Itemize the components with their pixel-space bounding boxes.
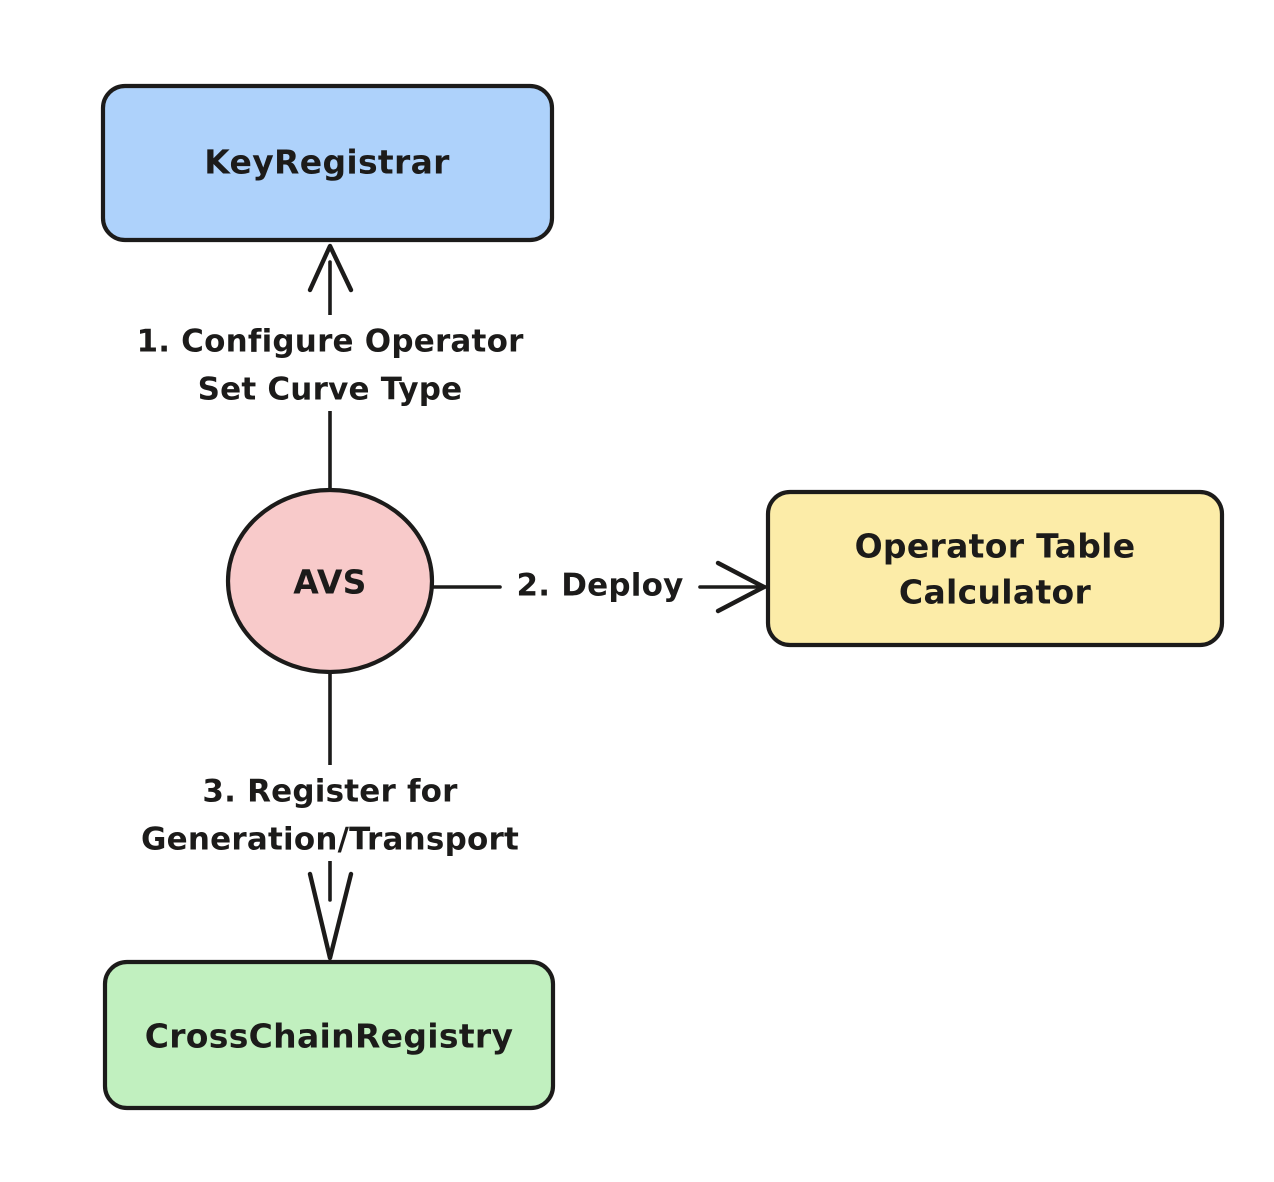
arrowhead-up-1 (307, 243, 354, 293)
operator-table-calculator-label-line2: Calculator (899, 573, 1092, 612)
edge-label-1-line2: Set Curve Type (198, 372, 463, 408)
edge-label-1-line1: 1. Configure Operator (136, 324, 524, 360)
edge-label-3-line2: Generation/Transport (141, 822, 519, 858)
edge-label-3-backing (110, 765, 550, 861)
edge-label-3: 3. Register for Generation/Transport (110, 765, 550, 861)
avs-circle (225, 487, 435, 675)
cross-chain-registry-label: CrossChainRegistry (145, 1017, 514, 1056)
edge-label-3-line1: 3. Register for (202, 774, 458, 810)
operator-table-calculator-box (765, 489, 1225, 648)
arrowhead-right-2 (715, 560, 767, 614)
node-operator-table-calculator[interactable]: Operator Table Calculator (765, 489, 1225, 648)
operator-table-calculator-label-line1: Operator Table (855, 527, 1136, 566)
edge-label-2-backing (502, 560, 698, 614)
key-registrar-label: KeyRegistrar (204, 143, 450, 182)
arrowhead-down-3 (307, 871, 354, 961)
edge-label-2-text: 2. Deploy (516, 568, 683, 604)
edge-label-1: 1. Configure Operator Set Curve Type (110, 315, 550, 411)
edge-avs-to-operator-table-calculator[interactable] (430, 560, 768, 614)
node-key-registrar[interactable]: KeyRegistrar (100, 83, 555, 243)
node-cross-chain-registry[interactable]: CrossChainRegistry (102, 959, 556, 1111)
avs-label: AVS (293, 563, 367, 602)
edge-label-2: 2. Deploy (502, 560, 698, 614)
edge-label-1-backing (110, 315, 550, 411)
key-registrar-box (100, 83, 555, 243)
cross-chain-registry-box (102, 959, 556, 1111)
node-avs[interactable]: AVS (225, 487, 435, 675)
